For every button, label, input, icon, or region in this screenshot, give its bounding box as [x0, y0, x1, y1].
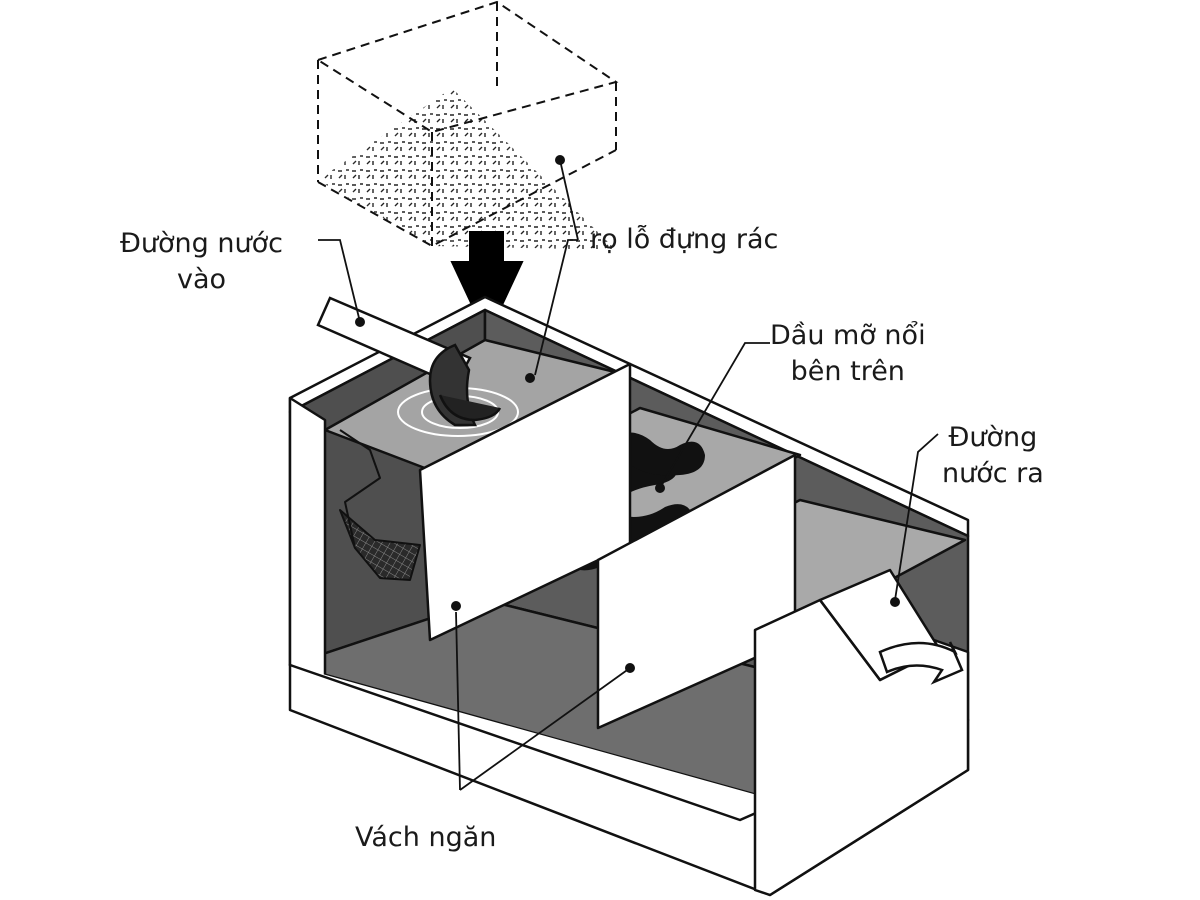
tank-body — [288, 295, 970, 897]
callout-lines — [318, 159, 939, 791]
label-inlet-line2: vào — [176, 264, 227, 295]
label-inlet: Đường nước vào — [120, 226, 283, 298]
label-grease: Dầu mỡ nổi bên trên — [770, 318, 926, 390]
callout-dots — [355, 155, 900, 673]
curved-arrow-icon — [878, 641, 964, 685]
label-inlet-line1: Đường nước — [120, 228, 283, 259]
label-basket-line1: rọ lỗ đựng rác — [590, 224, 779, 255]
label-baffle: Vách ngăn — [355, 820, 496, 856]
label-baffle-line1: Vách ngăn — [355, 822, 497, 853]
label-grease-line1: Dầu mỡ nổi — [770, 320, 926, 351]
label-grease-line2: bên trên — [790, 356, 905, 387]
strainer-basket — [317, 0, 619, 250]
label-outlet-line1: Đường — [948, 422, 1038, 453]
label-outlet-line2: nước ra — [942, 458, 1044, 489]
label-basket: rọ lỗ đựng rác — [590, 222, 778, 258]
label-outlet: Đường nước ra — [942, 420, 1044, 492]
arrow-down-icon — [450, 231, 524, 340]
